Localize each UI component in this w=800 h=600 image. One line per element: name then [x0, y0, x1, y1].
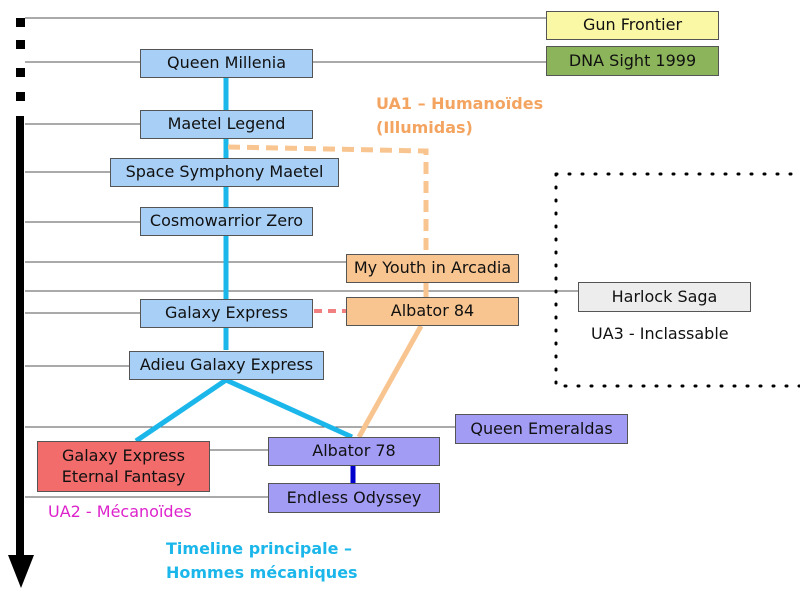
- box-maetel-legend[interactable]: Maetel Legend: [140, 110, 313, 139]
- horizontal-connectors: [25, 17, 578, 498]
- box-my-youth-in-arcadia[interactable]: My Youth in Arcadia: [346, 254, 519, 283]
- box-harlock-saga[interactable]: Harlock Saga: [578, 282, 751, 312]
- box-albator-78[interactable]: Albator 78: [268, 437, 440, 466]
- box-dna-sight-1999[interactable]: DNA Sight 1999: [546, 46, 719, 76]
- timeline-arrowhead: [8, 555, 34, 588]
- box-gun-frontier[interactable]: Gun Frontier: [546, 11, 719, 40]
- box-space-symphony-maetel[interactable]: Space Symphony Maetel: [110, 158, 339, 187]
- ua3-region-border: [554, 172, 800, 388]
- box-queen-millenia[interactable]: Queen Millenia: [140, 49, 313, 78]
- box-endless-odyssey[interactable]: Endless Odyssey: [268, 483, 440, 513]
- box-galaxy-express[interactable]: Galaxy Express: [140, 299, 313, 328]
- ua3-label: UA3 - Inclassable: [591, 324, 729, 343]
- ua1-label: UA1 – Humanoïdes (Illumidas): [376, 94, 544, 137]
- timeline-spine-dashed: [16, 18, 25, 101]
- box-queen-emeraldas[interactable]: Queen Emeraldas: [455, 414, 628, 444]
- box-adieu-galaxy-express[interactable]: Adieu Galaxy Express: [129, 351, 324, 380]
- box-galaxy-express-eternal-fantasy[interactable]: Galaxy Express Eternal Fantasy: [37, 441, 210, 492]
- ua2-label: UA2 - Mécanoïdes: [48, 502, 192, 521]
- timeline-label: Timeline principale – Hommes mécaniques: [166, 539, 358, 582]
- box-cosmowarrior-zero[interactable]: Cosmowarrior Zero: [140, 207, 313, 236]
- box-albator-84[interactable]: Albator 84: [346, 297, 519, 326]
